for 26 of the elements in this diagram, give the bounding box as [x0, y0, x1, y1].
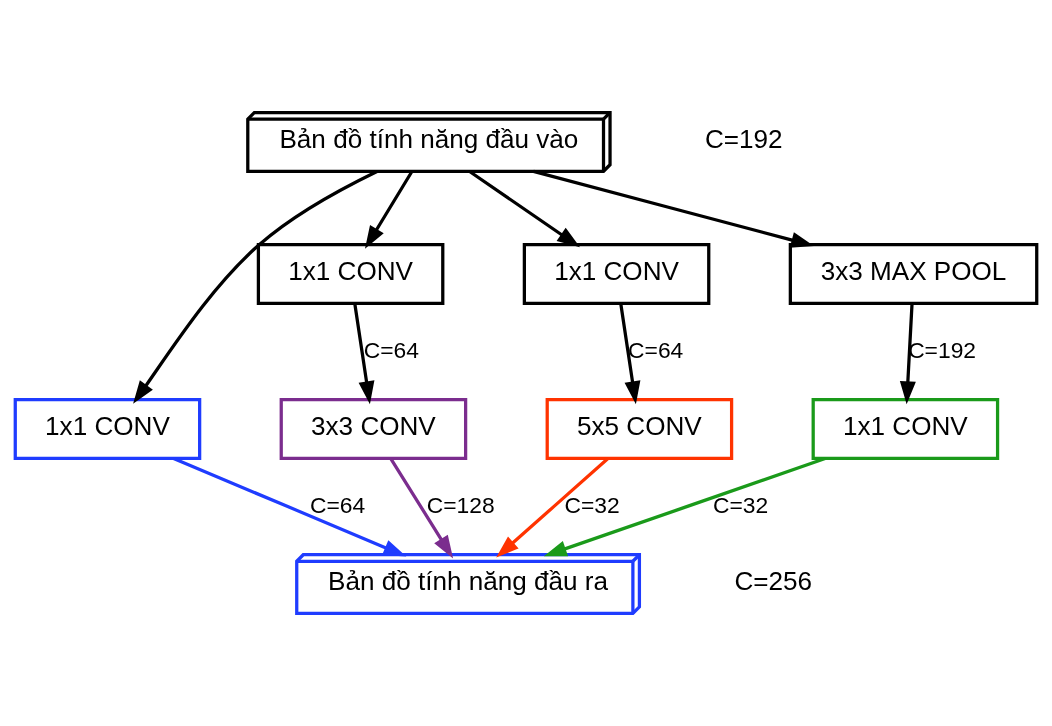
- edge-label: C=32: [712, 491, 769, 518]
- edge-label: C=128: [426, 491, 495, 518]
- arrow: [543, 457, 826, 557]
- edge-label: C=64: [309, 491, 366, 518]
- node-box: 5x5 CONV: [545, 398, 734, 461]
- node-label: C=256: [734, 566, 813, 597]
- arrow: [172, 457, 407, 557]
- arrow: [899, 303, 916, 405]
- arrow: [533, 169, 814, 248]
- edge-label: C=32: [564, 491, 620, 518]
- arrow: [389, 457, 454, 559]
- edge-label: C=64: [363, 336, 419, 363]
- arrow: [133, 169, 378, 404]
- node-box: 1x1 CONV: [522, 243, 711, 306]
- arrow: [353, 303, 375, 405]
- arrow: [468, 170, 580, 248]
- node-label: C=192: [705, 124, 783, 155]
- node-box: 1x1 CONV: [256, 243, 445, 306]
- node-box: 3x3 CONV: [279, 398, 468, 461]
- arrow: [496, 457, 610, 558]
- arrow: [619, 303, 641, 405]
- node-box: 1x1 CONV: [13, 398, 202, 461]
- edge-label: C=64: [628, 336, 684, 363]
- arrow: [364, 170, 414, 249]
- node-box: 1x1 CONV: [811, 398, 1000, 461]
- node-box: 3x3 MAX POOL: [788, 243, 1039, 306]
